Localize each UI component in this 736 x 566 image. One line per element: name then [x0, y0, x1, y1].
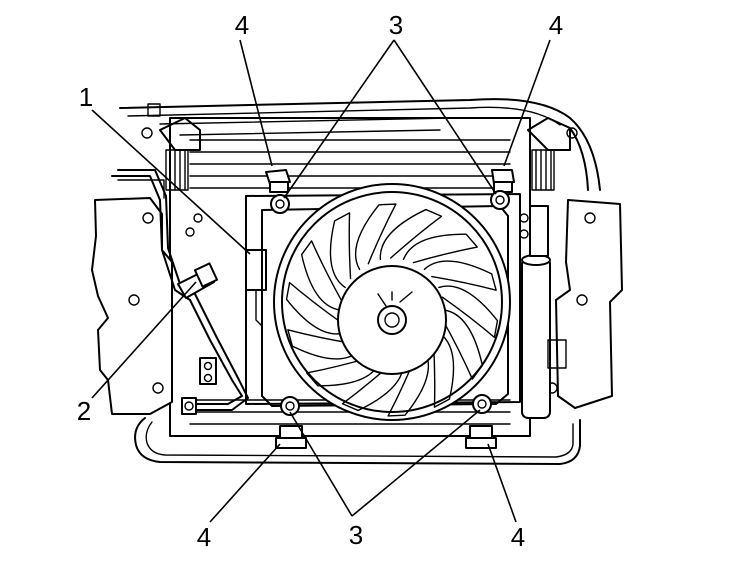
fan-blade [306, 356, 382, 387]
fan-blade [354, 203, 397, 271]
fan [273, 183, 511, 421]
bottom-right-mount-tab [465, 425, 497, 449]
fan-blade [285, 281, 346, 335]
right-side-bracket [519, 117, 623, 419]
fan-blade [442, 309, 484, 380]
callout-3-top: 3 [389, 10, 403, 40]
fan-blade [300, 240, 342, 311]
fan-blade [402, 233, 478, 264]
callout-3-bottom: 3 [349, 520, 363, 550]
connector [177, 262, 219, 299]
top-right-mount-tab [491, 169, 515, 193]
fan-blade [287, 329, 361, 360]
shroud-bolts [270, 190, 510, 416]
fan-blade [329, 212, 352, 289]
fan-blades [285, 203, 499, 417]
callout-4-bottom-right: 4 [511, 522, 525, 552]
bottom-left-mount-tab [275, 425, 307, 449]
callout-4-top-left: 4 [235, 10, 249, 40]
fan-blade [438, 285, 499, 339]
fan-blade [423, 260, 497, 291]
callout-4-bottom-left: 4 [197, 522, 211, 552]
left-side-bracket [91, 117, 203, 415]
fan-blade [379, 208, 443, 261]
lower-support-frame [134, 417, 581, 465]
fan-blade [432, 331, 455, 408]
callout-labels: 1 2 3 3 4 4 4 4 [77, 10, 563, 552]
callout-2: 2 [77, 396, 91, 426]
fan-blade [341, 359, 405, 412]
leader-lines [91, 39, 551, 523]
callout-4-top-right: 4 [549, 10, 563, 40]
fan-blade [387, 349, 430, 417]
callout-1: 1 [79, 82, 93, 112]
lower-left-bolts [181, 357, 217, 415]
top-left-mount-tab [265, 169, 291, 193]
